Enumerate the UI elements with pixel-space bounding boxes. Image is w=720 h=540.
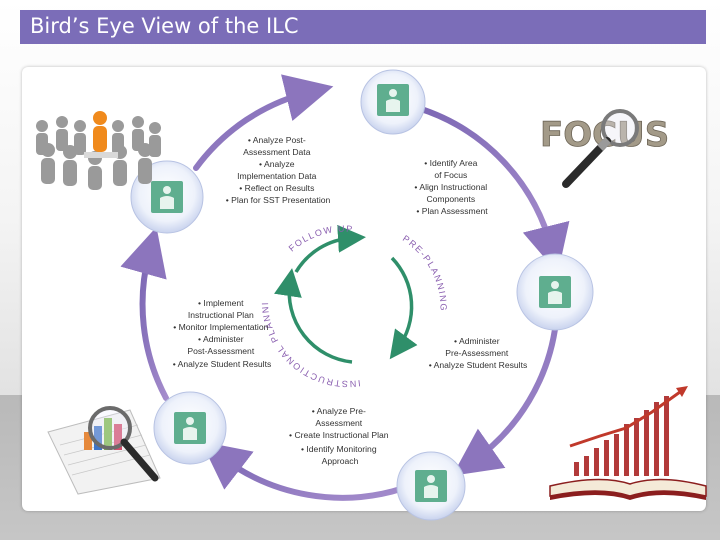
inner-cycle-arrows [274,224,418,364]
label-pre-planning: PRE-PLANNING [401,233,449,312]
person-icon [386,89,400,112]
bar-chart-icon [84,418,122,450]
slide-title: Bird’s Eye View of the ILC [30,14,299,38]
report-chart-clipart [47,406,161,495]
growth-arrow [569,390,681,448]
steps-bottom: • Analyze Pre- Assessment • Create Instr… [289,406,391,466]
steps-upper-right: • Identify Area of Focus • Align Instruc… [414,158,489,216]
leader-person-icon [93,111,107,152]
inner-arrow-instructional [274,268,353,364]
steps-right: • Administer Pre-Assessment • Analyze St… [429,336,528,370]
outer-cycle-arrows [120,74,570,501]
person-icon [424,475,438,498]
focus-clipart: FOCUS [540,109,670,188]
open-book-icon [549,478,707,500]
node-bottom [396,451,466,521]
node-top [360,69,426,135]
person-icon [548,281,562,304]
outer-arrow-left-upper [120,226,169,401]
magnifier-icon [562,109,639,188]
steps-left: • Implement Instructional Plan • Monitor… [173,298,272,369]
steps-top: • Analyze Post- Assessment Data • Analyz… [226,135,331,205]
node-lower-left [153,391,227,465]
outer-arrow-right-bottom [452,319,559,476]
growth-book-clipart [549,386,707,500]
inner-arrow-pre-planning [389,256,418,360]
person-icon [160,186,174,209]
people-group-clipart [36,111,161,190]
title-bar: Bird’s Eye View of the ILC [20,10,706,44]
inner-arrow-follow-up [294,224,366,273]
outer-arrow-upper-top [193,74,334,171]
node-right [516,253,594,331]
outer-arrow-top-right [415,105,570,274]
outer-arrow-bottom-left [201,441,407,501]
person-icon [183,417,197,440]
growth-chart-bars [574,396,669,476]
